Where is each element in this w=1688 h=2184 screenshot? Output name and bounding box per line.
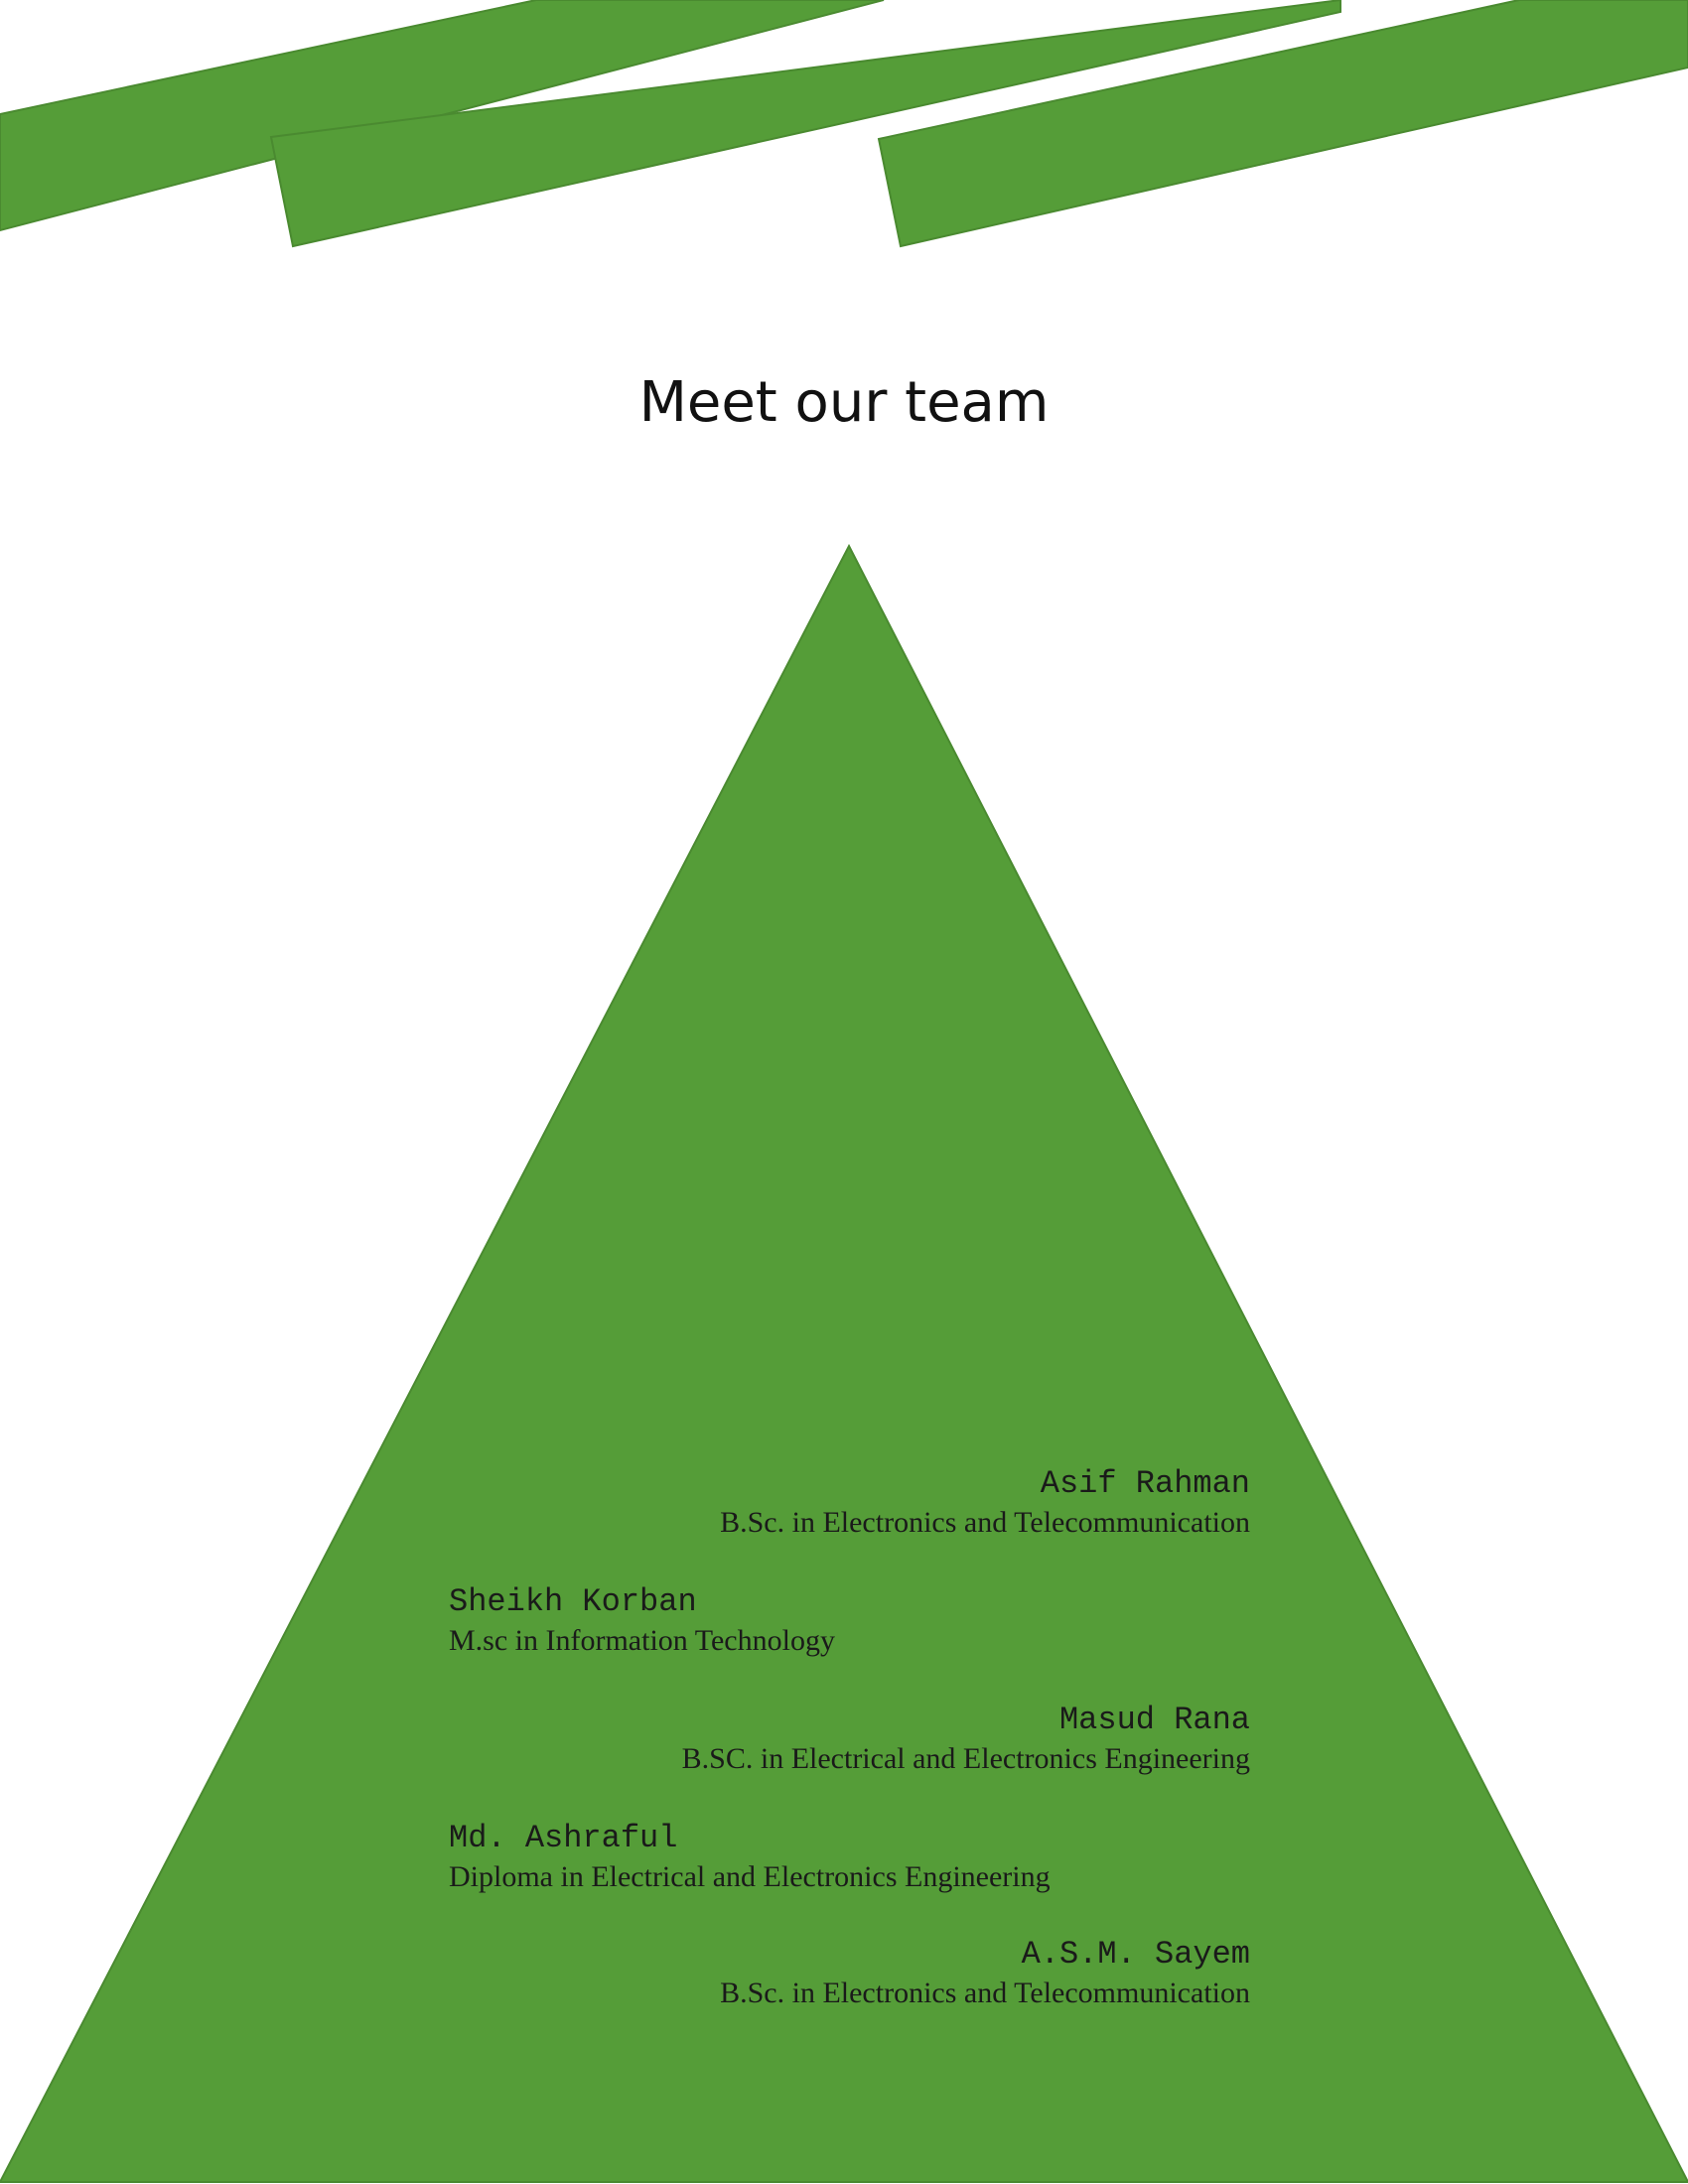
pyramid-triangle xyxy=(0,543,1688,2183)
member-name: Asif Rahman xyxy=(1040,1465,1250,1502)
member-name: Sheikh Korban xyxy=(449,1583,697,1620)
team-member-5: A.S.M. Sayem B.Sc. in Electronics and Te… xyxy=(436,1935,1250,2012)
member-degree: B.Sc. in Electronics and Telecommunicati… xyxy=(720,1506,1250,1539)
page-title: Meet our team xyxy=(638,370,1050,435)
member-name: Md. Ashraful xyxy=(449,1820,678,1856)
member-degree: B.Sc. in Electronics and Telecommunicati… xyxy=(720,1977,1250,2009)
top-stripe-middle xyxy=(269,0,1341,248)
team-member-3: Masud Rana B.SC. in Electrical and Elect… xyxy=(436,1701,1250,1778)
top-stripe-right xyxy=(877,0,1688,248)
member-degree: M.sc in Information Technology xyxy=(449,1624,835,1657)
member-degree: B.SC. in Electrical and Electronics Engi… xyxy=(681,1742,1250,1775)
team-member-4: Md. Ashraful Diploma in Electrical and E… xyxy=(449,1819,1263,1896)
member-degree: Diploma in Electrical and Electronics En… xyxy=(449,1860,1051,1893)
team-member-1: Asif Rahman B.Sc. in Electronics and Tel… xyxy=(436,1464,1250,1542)
team-member-2: Sheikh Korban M.sc in Information Techno… xyxy=(449,1582,1263,1660)
member-name: A.S.M. Sayem xyxy=(1021,1936,1250,1973)
member-name: Masud Rana xyxy=(1058,1702,1250,1738)
